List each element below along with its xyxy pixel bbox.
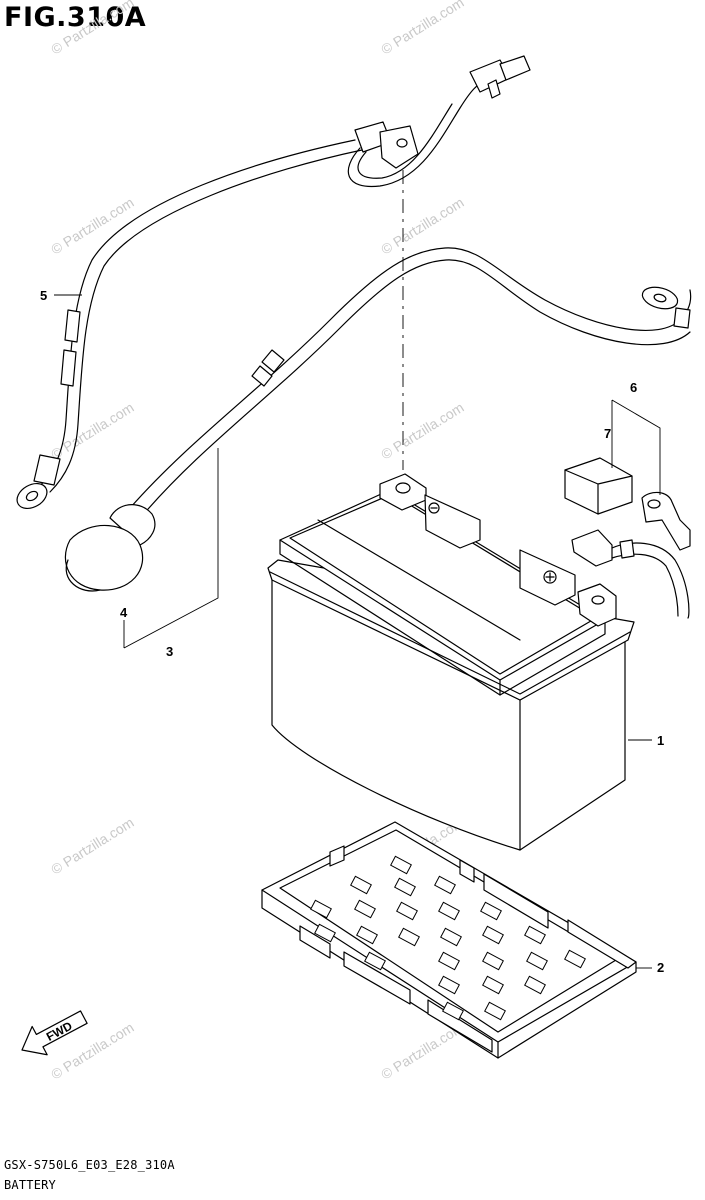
wire-sleeve	[261, 349, 285, 373]
watermark-text: © Partzilla.com	[48, 0, 136, 58]
terminal-cover[interactable]	[64, 504, 156, 592]
terminal-cap[interactable]	[564, 457, 633, 515]
callout-number: 7	[604, 426, 611, 441]
clamp-bracket	[379, 125, 419, 169]
figure-code: GSX-S750L6_E03_E28_310A	[4, 1158, 175, 1172]
watermark-text: © Partzilla.com	[48, 399, 136, 463]
watermark-text: © Partzilla.com	[378, 399, 466, 463]
wire-sleeve	[60, 349, 77, 387]
callout-number: 3	[166, 644, 173, 659]
tray-slots	[310, 855, 586, 1021]
watermark-text: © Partzilla.com	[48, 194, 136, 258]
battery[interactable]	[267, 473, 635, 851]
negative-lead-wire[interactable]	[13, 55, 531, 514]
positive-terminal	[577, 583, 617, 627]
watermark-text: © Partzilla.com	[378, 0, 466, 58]
wire-sleeve	[64, 309, 81, 343]
terminal-crimp	[673, 307, 691, 329]
terminal-fitting[interactable]	[571, 491, 691, 619]
battery-tray[interactable]	[261, 821, 637, 1059]
positive-lead-wire[interactable]	[129, 247, 692, 517]
callout-number: 4	[120, 605, 128, 620]
callout-number: 6	[630, 380, 637, 395]
figure-name: BATTERY	[4, 1178, 56, 1192]
callout-number: 2	[657, 960, 664, 975]
callout-number: 1	[657, 733, 664, 748]
figure-title: FIG.310A	[4, 2, 147, 33]
callout-leaders	[54, 294, 661, 969]
callout-number: 5	[40, 288, 47, 303]
watermark-text: © Partzilla.com	[48, 814, 136, 878]
terminal-crimp	[33, 454, 61, 486]
